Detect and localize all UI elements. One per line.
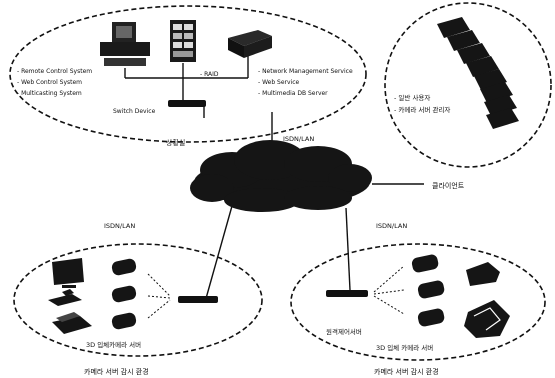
- control-room-group: [9, 5, 367, 143]
- raid-storage-icon: [170, 20, 196, 62]
- left-switch-icon: [178, 296, 218, 303]
- service-left-0: - Remote Control System: [17, 68, 92, 75]
- service-left-1: - Web Control System: [17, 79, 82, 86]
- remote-control-server-icon: [326, 290, 368, 297]
- switch-device-icon: [168, 100, 206, 107]
- control-workstation-icon: [100, 22, 150, 66]
- hand-device-icon: [464, 300, 510, 338]
- service-right-2: - Multimedia DB Server: [258, 90, 328, 97]
- service-right-0: - Network Management Service: [258, 68, 353, 75]
- right-env-group: [290, 243, 546, 361]
- client-caption: 클라이언트: [432, 181, 465, 190]
- switch-device-label: Switch Device: [113, 108, 156, 115]
- client-item-0: - 일반 사용자: [394, 93, 430, 102]
- camera-icon-right-1: [411, 254, 439, 273]
- left-env-caption: 카메라 서버 감시 환경: [84, 367, 149, 376]
- camera-icon-left-3: [111, 312, 137, 330]
- client-computers-icon: [437, 17, 519, 129]
- left-server-label: 3D 입체카메라 서버: [86, 340, 141, 349]
- handset-icon: [466, 262, 500, 286]
- control-room-caption: 상황실: [166, 138, 185, 147]
- server-unit-icon: [228, 30, 272, 58]
- right-server-label: 3D 입체 카메라 서버: [376, 343, 433, 352]
- isdn-lan-label-left: ISDN/LAN: [104, 222, 135, 230]
- remote-control-server-label: 원격제어서버: [326, 327, 362, 336]
- client-item-1: - 카메라 서버 관리자: [394, 105, 450, 114]
- raid-label: - RAID: [200, 71, 219, 78]
- keyboard-icon: [48, 289, 82, 306]
- camera-icon-left-2: [111, 285, 137, 303]
- camera-icon-left-1: [111, 258, 137, 276]
- isdn-lan-label-right: ISDN/LAN: [376, 222, 407, 230]
- service-right-1: - Web Service: [258, 79, 300, 86]
- camera-icon-right-2: [417, 280, 445, 299]
- cloud-to-right-env-line: [345, 207, 351, 291]
- service-left-2: - Multicasting System: [17, 90, 82, 97]
- camera-icon-right-3: [417, 308, 445, 327]
- left-env-group: [13, 243, 263, 357]
- monitor-icon: [52, 258, 84, 288]
- right-env-caption: 카메라 서버 감시 환경: [374, 367, 439, 376]
- cloud-to-left-env-line: [204, 205, 233, 303]
- isdn-lan-label-top: ISDN/LAN: [283, 135, 314, 143]
- client-group: [384, 2, 552, 168]
- network-cloud-icon: [190, 140, 372, 212]
- printer-icon: [52, 312, 92, 334]
